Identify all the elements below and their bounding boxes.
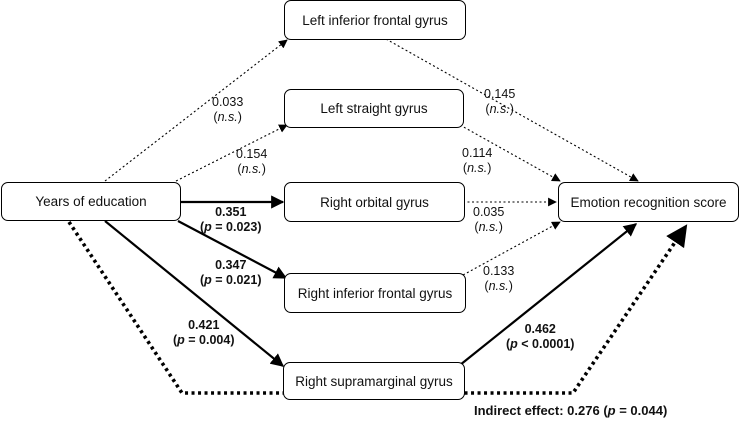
node-years-of-education: Years of education <box>1 182 181 221</box>
arrow-rsmg-emotion <box>459 223 638 366</box>
coef: 0.133 <box>483 264 515 278</box>
sig-rest: = 0.023) <box>211 220 262 234</box>
sig: (n.s.) <box>485 102 514 116</box>
indirect-prefix: Indirect effect: 0.276 ( <box>474 403 608 418</box>
coef: 0.035 <box>473 205 505 219</box>
sig-prefix: ( <box>506 337 511 351</box>
sig-p: p <box>204 273 212 287</box>
label-years-rog: 0.351 (p = 0.023) <box>200 205 262 235</box>
arrow-rifg-emotion <box>462 221 561 276</box>
sig: (n.s.) <box>462 161 492 175</box>
coef: 0.145 <box>484 87 516 101</box>
sig: (n.s.) <box>213 110 242 124</box>
sig-prefix: ( <box>200 220 205 234</box>
label-lsg-emotion: 0.114 (n.s.) <box>462 146 492 176</box>
node-right-inferior-frontal-gyrus: Right inferior frontal gyrus <box>284 273 466 313</box>
coef: 0.033 <box>212 95 244 109</box>
sig-rest: < 0.0001) <box>517 337 575 351</box>
label-years-rsmg: 0.421 (p = 0.004) <box>173 318 235 348</box>
arrow-indirect-effect <box>67 221 688 395</box>
sig-text: n.s. <box>489 102 510 116</box>
arrow-years-rsmg <box>104 220 285 367</box>
sig: (p = 0.004) <box>173 333 235 348</box>
sig-p: p <box>510 337 518 351</box>
sig: (n.s.) <box>484 279 513 293</box>
sig: (p < 0.0001) <box>506 337 574 352</box>
arrow-years-lsg <box>175 124 288 182</box>
indirect-rest: = 0.044) <box>615 403 668 418</box>
label-indirect-effect: Indirect effect: 0.276 (p = 0.044) <box>474 403 667 418</box>
sig: (p = 0.023) <box>200 220 262 235</box>
label-rsmg-emotion: 0.462 (p < 0.0001) <box>506 322 574 352</box>
sig: (n.s.) <box>474 220 503 234</box>
sig-p: p <box>177 333 185 347</box>
sig-rest: = 0.021) <box>211 273 262 287</box>
label-rifg-emotion: 0.133 (n.s.) <box>483 264 514 294</box>
sig: (n.s.) <box>237 162 266 176</box>
sig-text: n.s. <box>241 162 262 176</box>
sig-text: n.s. <box>467 161 488 175</box>
sig-text: n.s. <box>217 110 238 124</box>
arrow-years-rifg <box>177 220 288 279</box>
arrow-lsg-emotion <box>459 124 561 182</box>
arrow-lifg-emotion <box>385 38 639 182</box>
sig-text: n.s. <box>488 279 509 293</box>
label-years-lsg: 0.154 (n.s.) <box>236 147 267 177</box>
sig-prefix: ( <box>173 333 178 347</box>
label-years-rifg: 0.347 (p = 0.021) <box>200 258 262 288</box>
sig-text: n.s. <box>478 220 499 234</box>
coef: 0.462 <box>524 322 556 336</box>
node-left-inferior-frontal-gyrus: Left inferior frontal gyrus <box>284 0 466 40</box>
sig-prefix: ( <box>200 273 205 287</box>
sig-p: p <box>204 220 212 234</box>
node-left-straight-gyrus: Left straight gyrus <box>284 89 464 128</box>
coef: 0.351 <box>215 205 247 219</box>
coef: 0.421 <box>188 318 220 332</box>
sig: (p = 0.021) <box>200 273 262 288</box>
node-emotion-recognition-score: Emotion recognition score <box>558 182 739 222</box>
sig-rest: = 0.004) <box>184 333 235 347</box>
node-right-orbital-gyrus: Right orbital gyrus <box>284 182 465 222</box>
coef: 0.347 <box>215 258 247 272</box>
label-lifg-emotion: 0.145 (n.s.) <box>484 87 515 117</box>
coef: 0.114 <box>462 146 493 160</box>
label-years-lifg: 0.033 (n.s.) <box>212 95 243 125</box>
indirect-p: p <box>607 403 616 418</box>
coef: 0.154 <box>236 147 268 161</box>
node-right-supramarginal-gyrus: Right supramarginal gyrus <box>283 362 465 400</box>
label-rog-emotion: 0.035 (n.s.) <box>473 205 504 235</box>
